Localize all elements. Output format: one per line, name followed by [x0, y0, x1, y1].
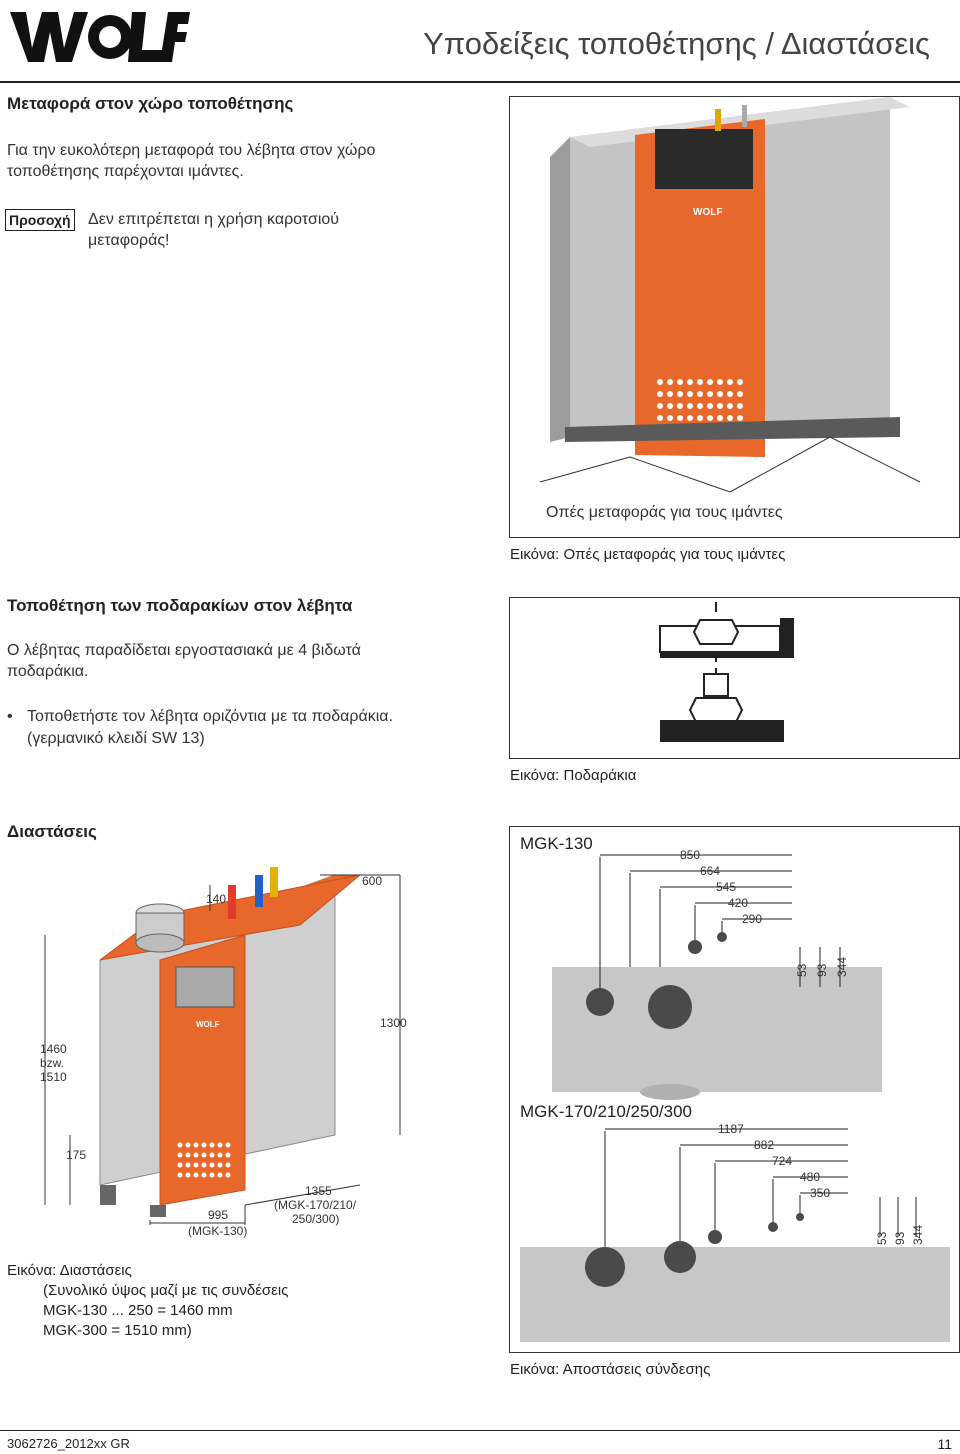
mgk130-flue-grid-icon: [648, 985, 692, 1029]
dimensions-caption-line1: Εικόνα: Διαστάσεις: [7, 1262, 132, 1279]
transport-heading: Μεταφορά στον χώρο τοποθέτησης: [7, 94, 294, 113]
svg-text:1300: 1300: [380, 1016, 407, 1030]
boiler-dimensions-illustration: WOLF 140 600 1300 1460 bzw. 1510 175 995…: [40, 867, 407, 1238]
feet-text-line1: Ο λέβητας παραδίδεται εργοστασιακά με 4 …: [7, 642, 361, 659]
svg-text:420: 420: [728, 896, 748, 910]
bullet-icon: •: [7, 708, 13, 725]
svg-text:53: 53: [875, 1231, 889, 1245]
svg-text:600: 600: [362, 874, 382, 888]
foot-screw-icon: [659, 602, 794, 742]
dimensions-caption-line4: MGK-300 = 1510 mm): [43, 1322, 192, 1339]
svg-text:WOLF: WOLF: [196, 1020, 220, 1029]
connections-figure-frame: MGK-130 850 664 545 420 290 53 93 344: [509, 826, 960, 1353]
svg-text:1187: 1187: [718, 1122, 744, 1136]
svg-text:175: 175: [66, 1148, 86, 1162]
svg-text:664: 664: [700, 864, 720, 878]
svg-text:(MGK-130): (MGK-130): [188, 1224, 247, 1238]
svg-text:bzw.: bzw.: [40, 1056, 64, 1070]
svg-text:1510: 1510: [40, 1070, 67, 1084]
svg-text:850: 850: [680, 848, 700, 862]
vent-holes-icon: [657, 379, 743, 421]
warning-text-line1: Δεν επιτρέπεται η χρήση καροτσιού: [88, 211, 340, 228]
mgk170-label: MGK-170/210/250/300: [520, 1102, 692, 1121]
transport-text-line2: τοποθέτησης παρέχονται ιμάντες.: [7, 163, 244, 180]
transport-figure-frame: WOLF Οπές μεταφοράς για τους ιμάντες: [509, 96, 960, 538]
page-number: 11: [937, 1436, 952, 1452]
svg-text:344: 344: [911, 1225, 925, 1245]
mgk130-label: MGK-130: [520, 834, 593, 853]
boiler-transport-illustration: WOLF Οπές μεταφοράς για τους ιμάντες: [539, 97, 921, 521]
svg-text:140: 140: [206, 892, 226, 906]
feet-heading: Τοποθέτηση των ποδαρακίων στον λέβητα: [7, 596, 353, 615]
doc-number: 3062726_2012xx GR: [7, 1436, 130, 1451]
header-divider: [0, 81, 960, 83]
warning-text-line2: μεταφοράς!: [88, 232, 170, 249]
page-title: Υποδείξεις τοποθέτησης / Διαστάσεις: [423, 26, 930, 61]
svg-text:290: 290: [742, 912, 762, 926]
svg-text:350: 350: [810, 1186, 830, 1200]
dimensions-caption-line3: MGK-130 ... 250 = 1460 mm: [43, 1302, 233, 1319]
footer-divider: [0, 1430, 960, 1431]
dimensions-caption-line2: (Συνολικό ύψος μαζί με τις συνδέσεις: [43, 1282, 289, 1299]
svg-text:93: 93: [815, 963, 829, 977]
transport-text-line1: Για την ευκολότερη μεταφορά του λέβητα σ…: [7, 142, 376, 159]
svg-text:WOLF: WOLF: [693, 207, 722, 218]
svg-text:1355: 1355: [305, 1184, 332, 1198]
svg-text:250/300): 250/300): [292, 1212, 339, 1226]
warning-label: Προσοχή: [5, 209, 75, 231]
feet-text-line2: ποδαράκια.: [7, 663, 89, 680]
connections-figure-caption: Εικόνα: Αποστάσεις σύνδεσης: [510, 1361, 711, 1378]
feet-bullet-line2: (γερμανικό κλειδί SW 13): [27, 730, 205, 747]
feet-bullet-line1: Τοποθετήστε τον λέβητα οριζόντια με τα π…: [27, 708, 393, 725]
svg-text:1460: 1460: [40, 1042, 67, 1056]
svg-text:724: 724: [772, 1154, 792, 1168]
svg-text:480: 480: [800, 1170, 820, 1184]
wolf-logo: [10, 12, 190, 62]
svg-text:(MGK-170/210/: (MGK-170/210/: [274, 1198, 357, 1212]
svg-text:344: 344: [835, 957, 849, 977]
feet-figure-caption: Εικόνα: Ποδαράκια: [510, 767, 637, 784]
svg-text:53: 53: [795, 963, 809, 977]
connections-diagram: MGK-130 850 664 545 420 290 53 93 344: [520, 834, 950, 1342]
feet-figure-frame: [509, 597, 960, 759]
mgk170-flue-grid-icon: [664, 1241, 696, 1273]
svg-text:995: 995: [208, 1208, 228, 1222]
dimensions-heading: Διαστάσεις: [7, 822, 97, 841]
svg-text:882: 882: [754, 1138, 774, 1152]
transport-figure-caption: Εικόνα: Οπές μεταφοράς για τους ιμάντες: [510, 546, 786, 563]
svg-text:93: 93: [893, 1231, 907, 1245]
svg-text:545: 545: [716, 880, 736, 894]
transport-figure-label: Οπές μεταφοράς για τους ιμάντες: [546, 504, 783, 521]
